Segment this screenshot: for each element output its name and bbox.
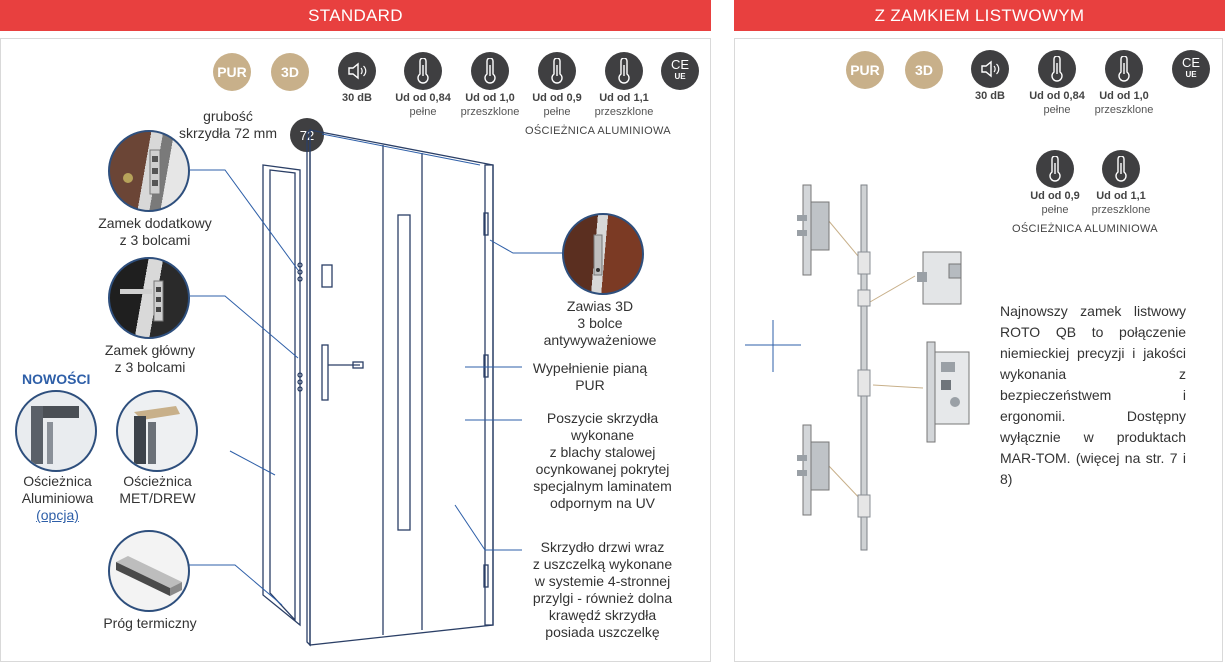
hinge-image: [562, 213, 644, 295]
leaf-label: Skrzydło drzwi wraz z uszczelką wykonane…: [520, 539, 685, 641]
leaf-label-line: Skrzydło drzwi wraz: [540, 539, 665, 555]
spec-ud-084-value: Ud od 0,84: [1029, 90, 1085, 102]
hinge-label-line3: antywyważeniowe: [543, 332, 657, 348]
standard-banner: STANDARD: [0, 0, 711, 31]
extra-lock-image: [108, 130, 190, 212]
leaf-label-line: krawędź skrzydła: [548, 607, 657, 623]
main-lock-label-line2: z 3 bolcami: [114, 359, 186, 375]
foam-label: Wypełnienie pianą PUR: [525, 360, 655, 394]
main-lock-label: Zamek główny z 3 bolcami: [85, 342, 215, 376]
thermometer-icon: [1036, 150, 1074, 188]
pur-badge: PUR: [846, 51, 884, 89]
metdrew-frame-label-line2: MET/DREW: [119, 490, 196, 506]
leaf-label-line: przylgi - również dolna: [532, 590, 673, 606]
spec-ud-10-sub: przeszklone: [460, 106, 520, 118]
cover-label-line: odpornym na UV: [549, 495, 656, 511]
standard-panel: [0, 38, 711, 662]
ce-mark-text: CE: [670, 57, 690, 72]
alu-frame-label-line1: Ościeżnica: [23, 473, 92, 489]
spec-ud-11-value: Ud od 1,1: [599, 92, 649, 104]
cover-label-line: specjalnym laminatem: [533, 478, 672, 494]
ce-mark-icon: CE UE: [661, 52, 699, 90]
spec-sound-value: 30 dB: [975, 90, 1005, 102]
speaker-icon: [971, 50, 1009, 88]
strip-lock-drawing: [745, 184, 970, 551]
door-drawing: [262, 128, 494, 647]
thickness-label-line2: skrzydła 72 mm: [178, 125, 278, 141]
spec-ud-11-value: Ud od 1,1: [1096, 190, 1146, 202]
spec-ud-10-value: Ud od 1,0: [1099, 90, 1149, 102]
thickness-label-line1: grubość: [203, 108, 253, 124]
hinge-label-line2: 3 bolce: [577, 315, 623, 331]
spec-ud-084-sub: pełne: [409, 106, 437, 118]
metdrew-frame-image: [116, 390, 198, 472]
spec-ud-084-value: Ud od 0,84: [395, 92, 451, 104]
ce-mark-text: CE: [1181, 55, 1201, 70]
alu-frame-image: [15, 390, 97, 472]
main-lock-image: [108, 257, 190, 339]
news-heading: NOWOŚCI: [22, 371, 91, 387]
foam-label-line2: PUR: [575, 377, 605, 393]
alu-frame-label: Ościeżnica Aluminiowa (opcja): [5, 473, 110, 524]
metdrew-frame-label: Ościeżnica MET/DREW: [100, 473, 215, 507]
strip-lock-banner: Z ZAMKIEM LISTWOWYM: [734, 0, 1225, 31]
cover-label-line: ocynkowanej pokrytej: [535, 461, 670, 477]
cover-label-line: Poszycie skrzydła: [546, 410, 659, 426]
thermometer-icon: [1038, 50, 1076, 88]
frame-caption: OŚCIEŻNICA ALUMINIOWA: [1012, 223, 1158, 235]
metdrew-frame-label-line1: Ościeżnica: [123, 473, 192, 489]
spec-ud-09-sub: pełne: [543, 106, 571, 118]
main-lock-label-line1: Zamek główny: [104, 342, 196, 358]
speaker-icon: [338, 52, 376, 90]
leaf-label-line: posiada uszczelkę: [545, 624, 660, 640]
spec-ud-10-sub: przeszklone: [1094, 104, 1154, 116]
3d-badge: 3D: [271, 53, 309, 91]
leaf-label-line: z uszczelką wykonane: [532, 556, 673, 572]
cover-label-line: wykonane: [570, 427, 635, 443]
3d-badge: 3D: [905, 51, 943, 89]
ce-mark-sub: UE: [674, 72, 686, 81]
cover-label: Poszycie skrzydła wykonane z blachy stal…: [520, 410, 685, 512]
threshold-label: Próg termiczny: [103, 615, 197, 631]
spec-ud-09-value: Ud od 0,9: [532, 92, 582, 104]
pur-badge: PUR: [213, 53, 251, 91]
spec-ud-10-value: Ud od 1,0: [465, 92, 515, 104]
leader-lines: [183, 133, 565, 606]
extra-lock-label-line1: Zamek dodatkowy: [98, 215, 212, 231]
spec-ud-11-sub: przeszklone: [594, 106, 654, 118]
hinge-label-line1: Zawias 3D: [566, 298, 634, 314]
spec-sound-value: 30 dB: [342, 92, 372, 104]
extra-lock-label-line2: z 3 bolcami: [119, 232, 191, 248]
strip-lock-description: Najnowszy zamek listwowy ROTO QB to połą…: [1000, 303, 1186, 487]
alu-frame-label-line2: Aluminiowa: [21, 490, 94, 506]
ce-mark-icon: CE UE: [1172, 50, 1210, 88]
frame-caption: OŚCIEŻNICA ALUMINIOWA: [525, 125, 671, 137]
thermometer-icon: [1102, 150, 1140, 188]
threshold-image: [108, 530, 190, 612]
extra-lock-label: Zamek dodatkowy z 3 bolcami: [85, 215, 225, 249]
thermometer-icon: [1105, 50, 1143, 88]
hinge-label: Zawias 3D 3 bolce antywyważeniowe: [530, 298, 670, 349]
thermometer-icon: [471, 52, 509, 90]
thermometer-icon: [605, 52, 643, 90]
spec-ud-09-sub: pełne: [1041, 204, 1069, 216]
thermometer-icon: [404, 52, 442, 90]
thickness-label: grubość skrzydła 72 mm: [168, 108, 288, 142]
leaf-label-line: w systemie 4-stronnej: [534, 573, 671, 589]
alu-frame-option-link[interactable]: (opcja): [36, 507, 79, 523]
spec-ud-084-sub: pełne: [1043, 104, 1071, 116]
cover-label-line: z blachy stalowej: [549, 444, 656, 460]
spec-ud-11-sub: przeszklone: [1091, 204, 1151, 216]
ce-mark-sub: UE: [1185, 70, 1197, 79]
strip-lock-panel: [734, 38, 1223, 662]
foam-label-line1: Wypełnienie pianą: [532, 360, 648, 376]
spec-ud-09-value: Ud od 0,9: [1030, 190, 1080, 202]
thermometer-icon: [538, 52, 576, 90]
